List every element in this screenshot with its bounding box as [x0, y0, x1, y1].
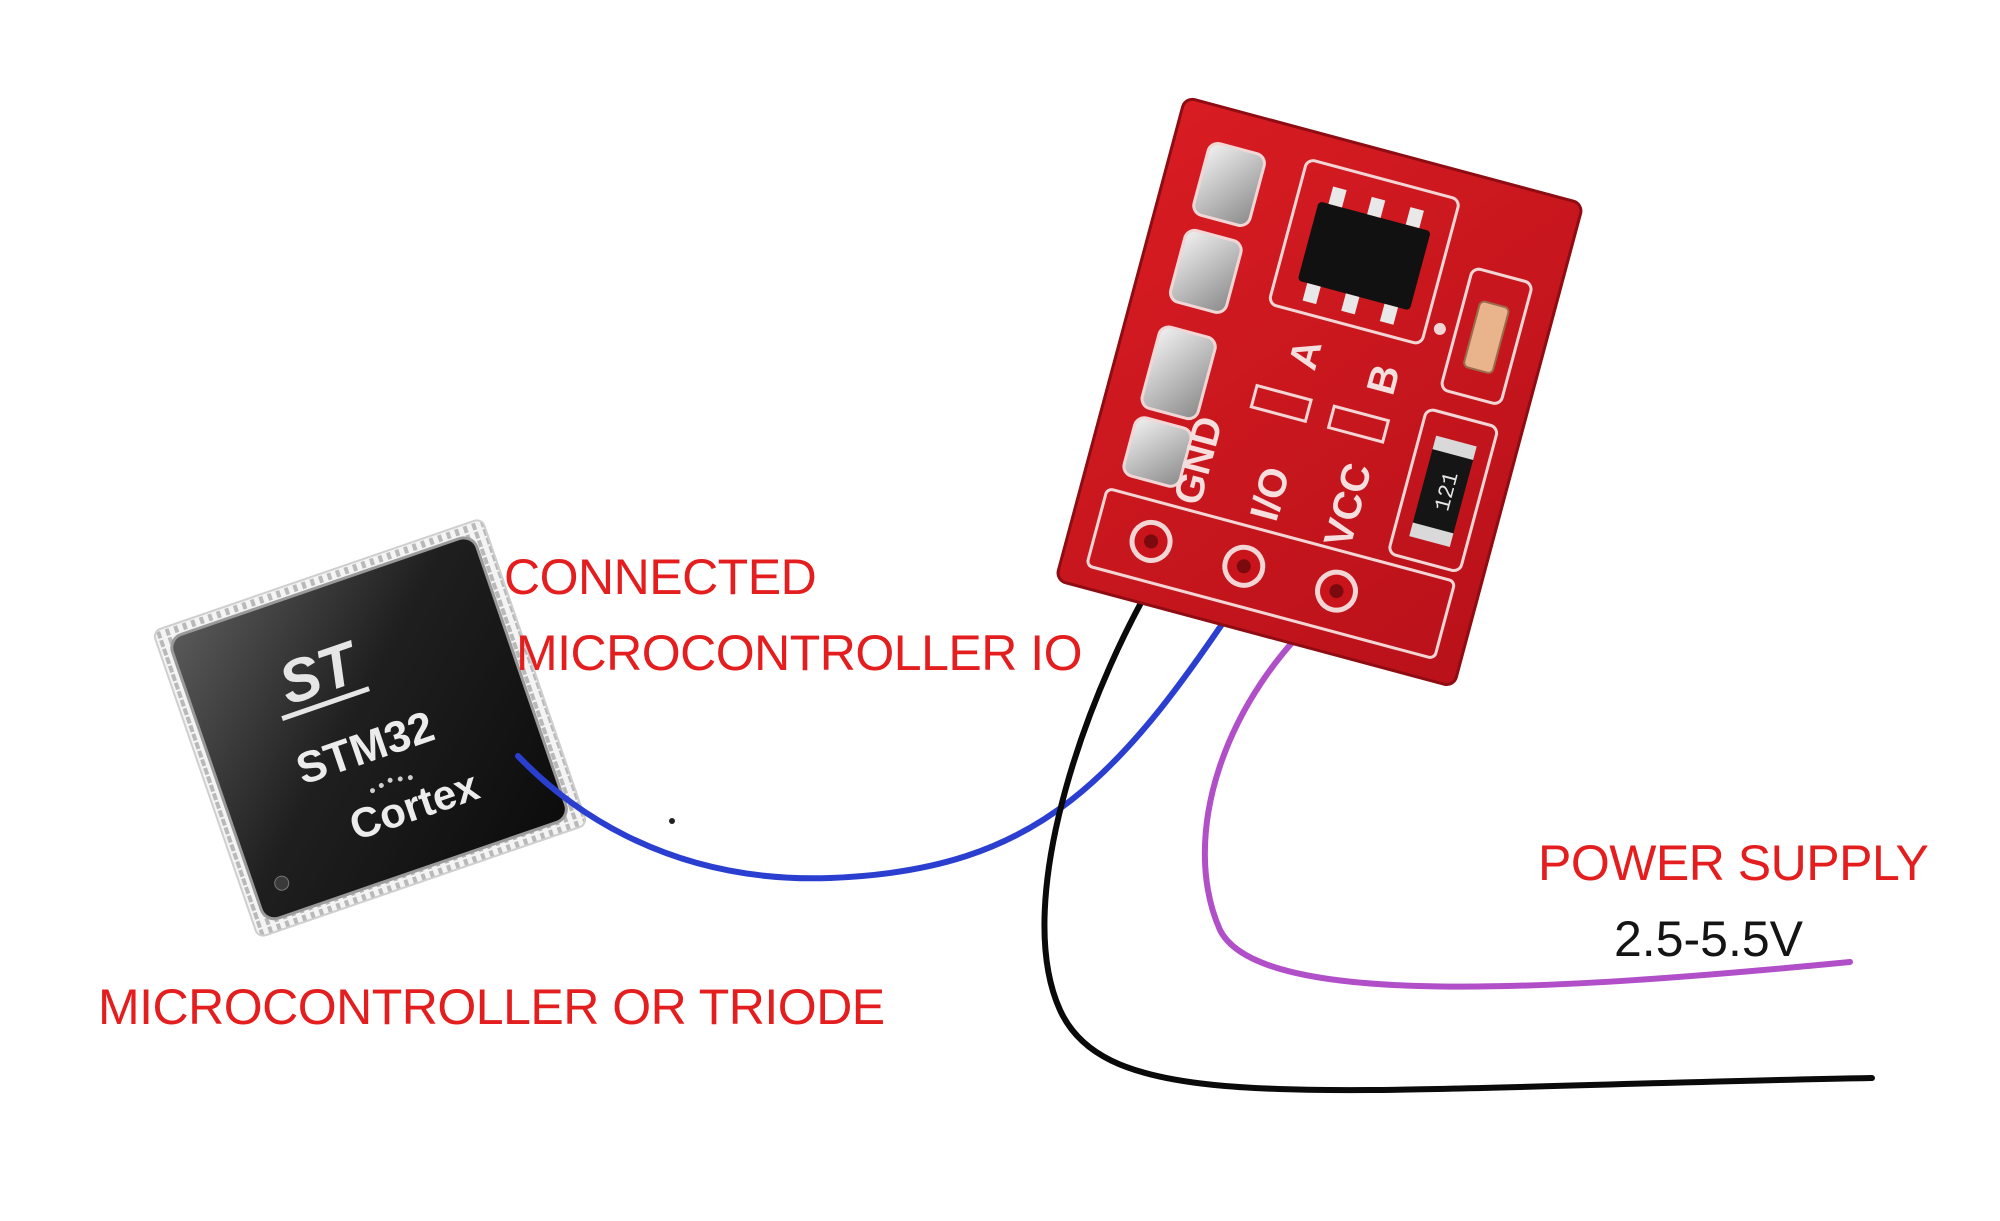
smd-pad: [1140, 325, 1217, 421]
header-pads: [1129, 519, 1359, 613]
vcc-wire: [1201, 601, 1853, 990]
header-strip: [1086, 488, 1456, 659]
voltage-range-label: 2.5-5.5V: [1614, 911, 1804, 967]
stray-dot: [669, 818, 675, 824]
chip-brand-dots: [370, 775, 413, 794]
ic-pin1-dot: [1433, 322, 1446, 335]
resistor-outline: [1388, 408, 1499, 573]
smd-pad: [1122, 416, 1193, 488]
chip-pin1-marker: [274, 875, 290, 891]
resistor: [1411, 442, 1475, 541]
jumper-a-pads: [1249, 383, 1313, 424]
smd-pad: [1168, 228, 1243, 314]
resistor-end: [1409, 522, 1454, 547]
led: [1463, 300, 1510, 374]
ic-body: [1298, 202, 1430, 310]
connected-io-label-line1: CONNECTED: [504, 549, 817, 605]
connected-io-label-line2: MICROCONTROLLER IO: [516, 625, 1083, 681]
led-outline: [1440, 267, 1533, 405]
power-supply-label: POWER SUPPLY: [1538, 835, 1929, 891]
gnd-wire: [1041, 557, 1875, 1094]
microcontroller-chip: ST STM32 Cortex: [153, 519, 587, 937]
ic-outline: [1268, 159, 1460, 345]
io-wire: [515, 575, 1256, 882]
microcontroller-label: MICROCONTROLLER OR TRIODE: [98, 979, 885, 1035]
ic-legs: [1302, 186, 1424, 325]
chip-package: [170, 536, 568, 921]
jumper-b-pads: [1326, 404, 1391, 444]
smd-pad: [1192, 141, 1266, 227]
resistor-end: [1432, 435, 1477, 461]
touch-sensor-board: A B 121 GND I/O VCC: [1056, 97, 1583, 686]
